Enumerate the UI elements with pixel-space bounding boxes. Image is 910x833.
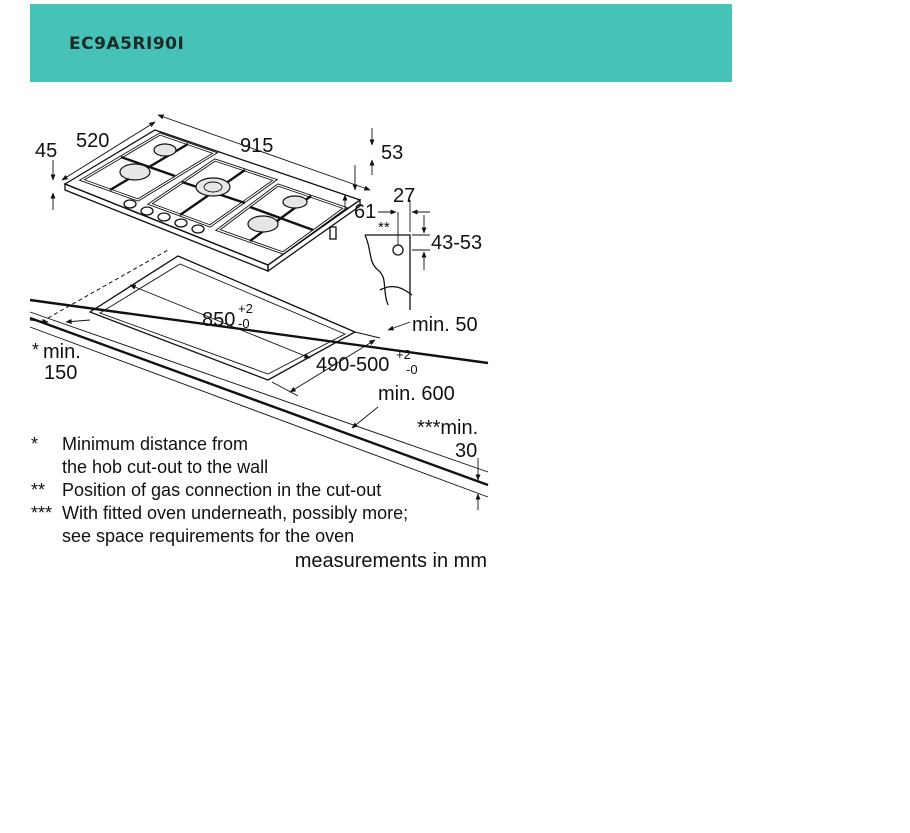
dim-cutout-width-tol-minus: -0 (238, 316, 250, 331)
wall-min-label: min. (43, 341, 81, 363)
dim-cutout-width-tol-plus: +2 (238, 301, 253, 316)
burner-medium-left (119, 163, 151, 181)
note-1-marker: * (31, 434, 38, 454)
hob-side-edge (267, 198, 361, 273)
note-2-line-1: Position of gas connection in the cut-ou… (62, 480, 381, 500)
note-3-line-2: see space requirements for the oven (62, 526, 354, 546)
model-title: EC9A5RI90I (69, 34, 185, 54)
note-2-marker: ** (31, 480, 45, 500)
dim-cutout-depth-tol-plus: +2 (396, 347, 411, 362)
wall-marker: * (32, 340, 39, 360)
gas-connection-stub (329, 226, 337, 240)
wall-reference-line (47, 249, 169, 319)
note-3-marker: *** (31, 503, 52, 523)
oven-min-label: ***min. (417, 417, 478, 439)
note-3-line-1: With fitted oven underneath, possibly mo… (62, 503, 408, 523)
hob-dimension-lines (50, 114, 375, 210)
dim-min-50: min. 50 (412, 314, 478, 336)
dim-conn-height: 43-53 (431, 232, 482, 254)
dim-cutout-depth: 490-500 (316, 354, 389, 376)
note-1-line-2: the hob cut-out to the wall (62, 457, 268, 477)
worktop-front-edge (29, 316, 489, 487)
footnotes: * Minimum distance from the hob cut-out … (31, 434, 408, 546)
wall-min-value: 150 (44, 362, 77, 384)
control-knobs (123, 199, 205, 234)
oven-min-value: 30 (455, 440, 477, 462)
dim-depth: 45 (35, 140, 57, 162)
dim-min-600: min. 600 (378, 383, 455, 405)
burner-right-front (247, 215, 279, 233)
worktop-drawing (29, 249, 489, 510)
note-1-line-1: Minimum distance from (62, 434, 248, 454)
conn-marker: ** (378, 219, 390, 236)
gas-connection-detail (364, 200, 430, 310)
burner-small (153, 143, 177, 157)
dim-27: 27 (393, 185, 415, 207)
burner-right-back (282, 195, 308, 209)
dim-width-front: 520 (76, 130, 109, 152)
header-banner: EC9A5RI90I (30, 4, 732, 82)
dim-61: 61 (354, 201, 376, 223)
dim-cutout-width: 850 (202, 309, 235, 331)
dim-width: 915 (240, 135, 273, 157)
dim-height-top: 53 (381, 142, 403, 164)
units-note: measurements in mm (295, 550, 487, 572)
hob-front-edge (64, 183, 269, 272)
dim-cutout-depth-tol-minus: -0 (406, 362, 418, 377)
burner-wok (195, 177, 231, 197)
